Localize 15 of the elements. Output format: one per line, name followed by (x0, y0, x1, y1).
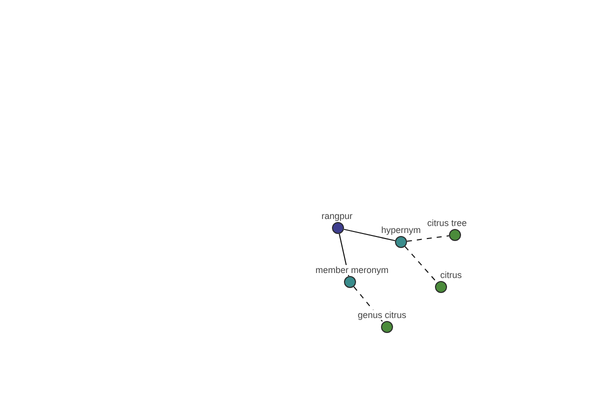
node-label: genus citrus (356, 310, 408, 320)
circle-node-icon (381, 321, 393, 333)
connector-line (343, 228, 396, 242)
circle-node-icon (435, 281, 447, 293)
circle-node-icon (395, 236, 407, 248)
dashed-line (353, 286, 384, 323)
circle-node-icon (449, 229, 461, 241)
node-label: rangpur (320, 211, 354, 221)
node-label: citrus tree (426, 218, 468, 228)
node-label: citrus (439, 270, 463, 280)
node-label: hypernym (380, 225, 422, 235)
circle-node-icon (344, 276, 356, 288)
circle-node-icon (332, 222, 344, 234)
dashed-line (406, 235, 450, 242)
node-label: member meronym (314, 265, 390, 275)
